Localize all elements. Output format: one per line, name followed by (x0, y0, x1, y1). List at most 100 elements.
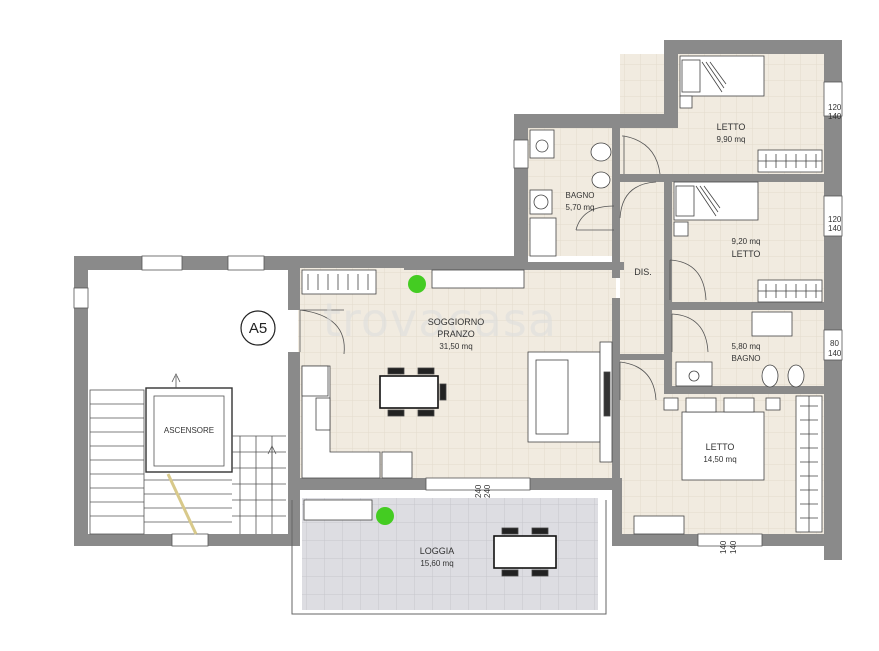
plants (376, 275, 426, 525)
chair (531, 527, 549, 535)
window (823, 195, 843, 237)
wall (664, 40, 678, 128)
bed-cover (695, 185, 721, 217)
windows (73, 81, 843, 547)
bidet-bagno-1 (591, 171, 611, 189)
chair (417, 409, 435, 417)
chair (501, 569, 519, 577)
window (227, 255, 265, 271)
wall (288, 352, 300, 546)
tv (603, 371, 611, 417)
window (513, 139, 529, 169)
pillow (675, 185, 695, 217)
dis-name: DIS. (634, 267, 652, 277)
stair-lines (144, 479, 232, 523)
sideboard (431, 269, 525, 289)
pillow (681, 59, 701, 93)
chair (387, 409, 405, 417)
window (73, 287, 89, 309)
nightstand (765, 397, 781, 411)
dining-table (379, 375, 439, 409)
plant-icon (376, 507, 394, 525)
dim-label: 140 (729, 540, 738, 554)
wardrobe-hangers (800, 396, 818, 532)
wall (664, 386, 824, 394)
wall (74, 256, 88, 546)
toilet-bagno-1 (590, 142, 612, 162)
desk (633, 515, 685, 535)
stair-steps (90, 403, 144, 517)
shower-bagno-2 (751, 311, 793, 337)
wall (514, 114, 670, 128)
wall (612, 534, 698, 546)
bagno-2-name: BAGNO (732, 354, 761, 363)
bagno-2-area: 5,80 mq (732, 342, 761, 351)
door-bagno-2 (671, 313, 709, 353)
stair-core (89, 373, 286, 535)
door-entrance (299, 309, 345, 355)
stair-hatch (166, 473, 198, 535)
ascensore-name: ASCENSORE (164, 426, 214, 435)
letto-3-name: LETTO (706, 442, 735, 452)
bidet-bagno-2 (787, 364, 805, 388)
soggiorno-name2: PRANZO (437, 329, 475, 339)
dim-label: 80 (830, 339, 839, 348)
dim-label: 240 (483, 484, 492, 498)
wall (664, 302, 824, 310)
wall (664, 40, 842, 54)
doors (299, 135, 709, 401)
dim-label: 140 (719, 540, 728, 554)
plant-icon (408, 275, 426, 293)
dim-label: 140 (828, 112, 842, 121)
wall (612, 356, 620, 538)
window (823, 329, 843, 361)
wall (664, 306, 672, 390)
door-dis (619, 181, 657, 219)
wall (288, 478, 426, 490)
stair-landing (232, 435, 286, 534)
nightstand (679, 95, 693, 109)
chair (531, 569, 549, 577)
loggia-bench (303, 499, 373, 521)
wardrobe-hangers (758, 154, 822, 168)
pillow (723, 397, 755, 413)
wall (620, 174, 824, 182)
bed-cover (701, 61, 727, 93)
window (425, 477, 531, 491)
door-letto-1 (622, 135, 661, 175)
wall (288, 256, 300, 310)
wall (664, 178, 672, 308)
letto-2-area: 9,20 mq (732, 237, 761, 246)
wall (612, 354, 670, 360)
wall (762, 534, 842, 546)
door-letto-2 (669, 259, 707, 301)
chair (417, 367, 435, 375)
window (171, 533, 209, 547)
bagno-1-name: BAGNO (566, 191, 595, 200)
shower-bagno-1 (529, 217, 557, 257)
apartment-code: A5 (249, 320, 267, 337)
pillow (685, 397, 717, 413)
wall (514, 114, 528, 268)
letto-1-area: 9,90 mq (717, 135, 746, 144)
ascensore-cabin (153, 395, 225, 467)
walls (74, 40, 842, 560)
ascensore-box (145, 387, 233, 473)
letto-2-name: LETTO (732, 249, 761, 259)
toilet-bagno-2 (761, 364, 779, 388)
window-dimensions: 120 140 120 140 80 140 240 240 140 140 (474, 103, 842, 554)
stair-outline (89, 389, 145, 535)
washer-drum (533, 194, 549, 210)
sink-basin (535, 139, 549, 153)
nightstand (673, 221, 689, 237)
window (141, 255, 183, 271)
stove (315, 397, 331, 431)
dim-label: 140 (828, 349, 842, 358)
loggia-railing (291, 500, 607, 615)
fridge (301, 365, 329, 397)
loggia-table (493, 535, 557, 569)
stair-arrow (171, 373, 181, 388)
soggiorno-name: SOGGIORNO (428, 317, 485, 327)
chair (439, 383, 447, 401)
